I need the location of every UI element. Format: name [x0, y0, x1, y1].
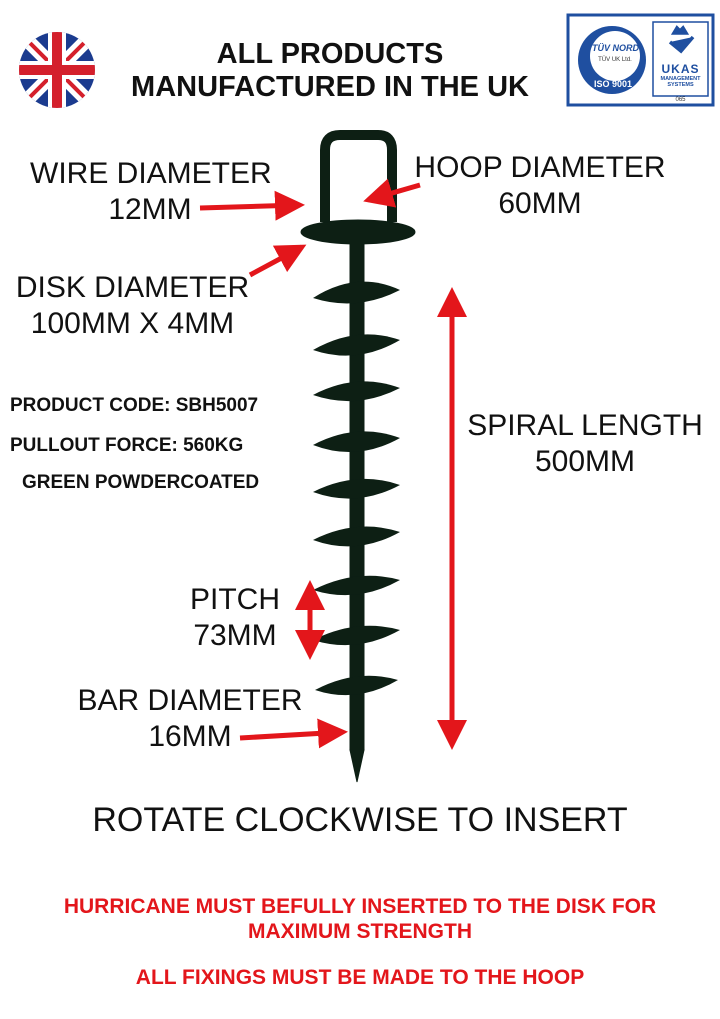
bar-diameter-label: BAR DIAMETER 16MM: [70, 683, 310, 755]
label-name: WIRE DIAMETER: [30, 157, 272, 190]
ukas-number-text: 065: [675, 97, 686, 103]
warning-line-3: ALL FIXINGS MUST BE MADE TO THE HOOP: [135, 966, 585, 989]
iso-standard-text: ISO 9001: [593, 79, 633, 89]
ground-anchor-product: [300, 130, 416, 783]
label-value: 16MM: [148, 720, 232, 753]
label-name: SPIRAL LENGTH: [467, 409, 703, 442]
finish: GREEN POWDERCOATED: [22, 472, 260, 493]
disk-diameter-label: DISK DIAMETER 100MM X 4MM: [10, 270, 255, 342]
wire-diameter-label: WIRE DIAMETER 12MM: [30, 156, 272, 228]
title-line-1: ALL PRODUCTS: [216, 38, 444, 70]
label-value: 12MM: [108, 193, 192, 226]
hoop-diameter-label: HOOP DIAMETER 60MM: [410, 150, 670, 222]
tuv-nord-logo-text: TÜV NORD: [592, 43, 639, 53]
label-name: HOOP DIAMETER: [414, 151, 666, 184]
label-name: DISK DIAMETER: [15, 271, 250, 304]
label-value: 60MM: [498, 187, 582, 220]
warning-line-1: HURRICANE MUST BEFULLY INSERTED TO THE D…: [63, 895, 657, 918]
label-value: 500MM: [534, 445, 636, 478]
label-value: 73MM: [193, 619, 277, 652]
tuv-uk-text: TÜV UK Ltd.: [598, 57, 632, 63]
management-text: MANAGEMENT: [660, 76, 701, 82]
ukas-logo-text: UKAS: [661, 62, 700, 76]
instruction-text: ROTATE CLOCKWISE TO INSERT: [92, 801, 628, 839]
spiral-length-label: SPIRAL LENGTH 500MM: [465, 408, 705, 480]
warning-line-2: MAXIMUM STRENGTH: [248, 920, 472, 943]
title-line-2: MANUFACTURED IN THE UK: [131, 71, 529, 103]
label-name: BAR DIAMETER: [77, 684, 303, 717]
certification-badge: [566, 13, 715, 107]
pullout-force: PULLOUT FORCE: 560KG: [10, 435, 244, 456]
dimension-arrows: [199, 178, 467, 750]
uk-flag-icon: [19, 32, 95, 108]
pitch-label: PITCH 73MM: [170, 582, 300, 654]
product-code: PRODUCT CODE: SBH5007: [10, 395, 259, 416]
systems-text: SYSTEMS: [667, 82, 694, 88]
label-name: PITCH: [190, 583, 280, 616]
page-title: ALL PRODUCTS MANUFACTURED IN THE UK: [100, 38, 560, 104]
spiral-blades: [313, 281, 400, 696]
label-value: 100MM X 4MM: [30, 307, 235, 340]
